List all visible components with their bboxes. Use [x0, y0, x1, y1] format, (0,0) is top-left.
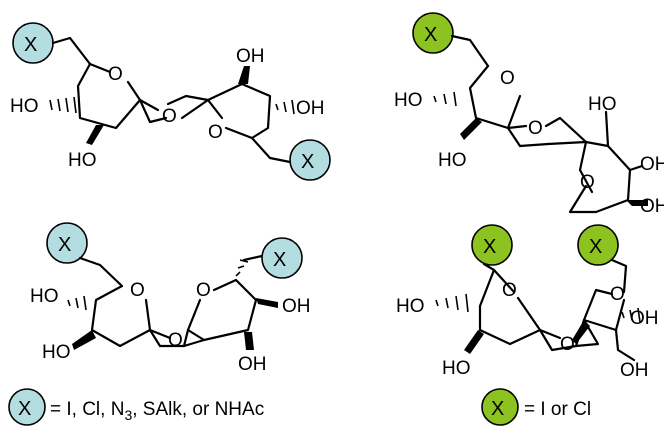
x-label: X: [483, 236, 496, 258]
legend-left: X = I, Cl, N3, SAlk, or NHAc: [8, 388, 264, 426]
ring-oxygen-7: O: [502, 280, 517, 301]
hydroxyl-label-7: OH: [282, 296, 311, 317]
hydroxyl-label-6: HO: [42, 342, 71, 363]
ring-oxygen-4: O: [196, 280, 211, 301]
hashed-bond-2: [275, 99, 295, 115]
hydroxyl-label-9: HO: [394, 90, 423, 111]
ring-oxygen-8: O: [610, 284, 625, 305]
x-label: X: [424, 24, 437, 46]
ring-oxygen-3: O: [130, 280, 145, 301]
hydroxyl-label-8: OH: [238, 354, 267, 375]
ring-oxygen-5: O: [500, 68, 515, 89]
molecule-bottom-right: X O HO HO O X O OH OH: [396, 224, 659, 381]
hydroxyl-label-3: OH: [236, 46, 265, 67]
x-substituent-circle: [577, 224, 619, 266]
x-substituent-circle: [471, 224, 513, 266]
hashed-bond-3: [67, 295, 87, 311]
molecule-bottom-left: X O HO HO O O OH OH X: [30, 222, 311, 375]
x-label: X: [24, 34, 37, 56]
hashed-bond-6: [435, 293, 469, 313]
hydroxyl-label-12: OH: [640, 154, 664, 175]
x-substituent-circle: [412, 12, 454, 54]
legend-x-label: X: [491, 398, 504, 420]
legend-x-circle-green: [481, 388, 519, 426]
bridge-oxygen-1: O: [162, 106, 177, 127]
hydroxyl-label-1: HO: [10, 96, 39, 117]
x-label: X: [58, 234, 71, 256]
hydroxyl-label-11: HO: [588, 94, 617, 115]
hydroxyl-label-15: HO: [442, 358, 471, 379]
ring-oxygen-2: O: [208, 122, 223, 143]
hashed-bond-7: [621, 307, 641, 323]
x-substituent-circle: [46, 222, 88, 264]
molecule-top-right: X O HO HO O O HO OH OH: [394, 12, 664, 217]
ring-oxygen-6: O: [580, 172, 595, 193]
molecule-top-left: X O HO HO O O OH: [10, 22, 331, 181]
hydroxyl-label-4: OH: [296, 98, 325, 119]
hydroxyl-label-13: OH: [640, 196, 664, 217]
x-substituent-circle: [261, 237, 303, 279]
hydroxyl-label-16: OH: [630, 308, 659, 329]
ring-oxygen-1: O: [108, 64, 123, 85]
hashed-bond-1: [49, 96, 77, 114]
legend-x-circle-blue: [8, 388, 46, 426]
legend-right: X = I or Cl: [481, 388, 591, 426]
hydroxyl-label-14: HO: [396, 296, 425, 317]
hydroxyl-label-17: OH: [620, 360, 649, 381]
x-label: X: [301, 151, 314, 173]
hydroxyl-label-10: HO: [438, 150, 467, 171]
bridge-oxygen-3: O: [528, 118, 543, 139]
bridge-oxygen-2: O: [168, 330, 183, 351]
legend-right-text: = I or Cl: [524, 399, 591, 420]
x-substituent-circle: [289, 139, 331, 181]
x-label: X: [589, 236, 602, 258]
legend-x-label: X: [18, 398, 31, 420]
x-label: X: [273, 249, 286, 271]
bridge-oxygen-4: O: [560, 334, 575, 355]
hashed-bond-4: [235, 259, 249, 277]
hashed-bond-5: [433, 91, 457, 107]
hydroxyl-label-2: HO: [68, 150, 97, 171]
hydroxyl-label-5: HO: [30, 286, 59, 307]
legend-left-text: = I, Cl, N3, SAlk, or NHAc: [50, 399, 264, 423]
